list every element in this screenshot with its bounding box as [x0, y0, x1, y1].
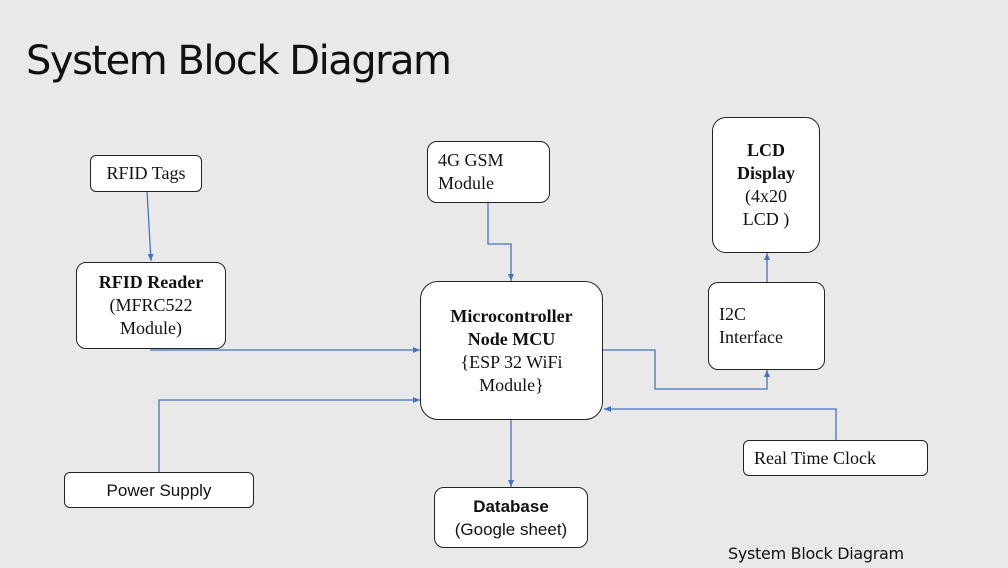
i2c-interface-box: I2C Interface — [708, 282, 825, 370]
node-heading-line: Microcontroller — [450, 305, 573, 326]
node-heading-line: Node MCU — [467, 328, 556, 349]
arrow-power-to-mcu — [158, 397, 420, 472]
node-text-line: (MFRC522 — [109, 295, 193, 315]
node-text-line: {ESP 32 WiFi — [460, 351, 563, 372]
rtc-box: Real Time Clock — [743, 440, 928, 476]
rfid-tags-box: RFID Tags — [90, 155, 202, 192]
node-text-line: Power Supply — [106, 480, 212, 500]
node-text-line: Interface — [719, 327, 783, 347]
node-text-line: LCD ) — [742, 209, 790, 229]
node-text-line: Real Time Clock — [754, 447, 877, 468]
node-text-line: Module} — [479, 374, 544, 395]
node-text-line: (4x20 — [745, 186, 787, 206]
node-text-line: (Google sheet) — [454, 519, 568, 539]
node-text-line: Module) — [120, 318, 182, 338]
node-heading-line: LCD — [746, 140, 785, 160]
figure-caption: System Block Diagram — [728, 544, 904, 563]
node-text-line: 4G GSM — [438, 150, 504, 170]
node-heading-line: Database — [473, 496, 549, 516]
node-text-line: I2C — [719, 304, 746, 324]
gsm-module-box: 4G GSM Module — [427, 141, 550, 203]
node-text-line: Module — [438, 173, 494, 193]
node-heading-line: RFID Reader — [98, 272, 204, 292]
arrow-mcu-to-i2c — [602, 349, 770, 390]
arrow-rtc-to-mcu — [604, 406, 837, 440]
node-heading-line: Display — [736, 163, 796, 183]
node-text-line: RFID Tags — [106, 163, 186, 183]
slide-title: System Block Diagram — [26, 38, 452, 84]
database-box: Database (Google sheet) — [434, 487, 588, 548]
power-supply-box: Power Supply — [64, 472, 254, 508]
arrow-gsm-to-mcu — [487, 203, 514, 281]
arrow-rfid-tags-to-reader — [146, 190, 154, 262]
